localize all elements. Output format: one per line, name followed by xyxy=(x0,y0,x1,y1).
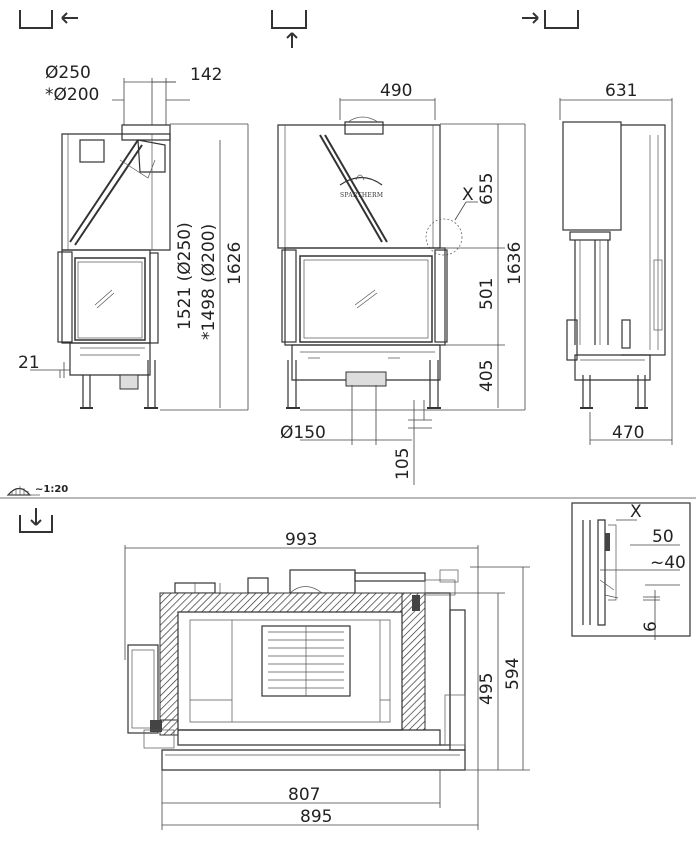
dim-front-total-height: 1626 xyxy=(225,242,245,285)
dim-plan-overall-depth: 594 xyxy=(503,658,523,690)
dim-rear-top-width: 631 xyxy=(605,81,637,101)
dim-side-upper: 655 xyxy=(477,173,497,205)
plan-view xyxy=(124,545,530,830)
dim-plan-outer-width: 895 xyxy=(300,807,332,827)
dim-side-offset: 21 xyxy=(18,353,40,373)
dim-rear-depth: 470 xyxy=(612,423,644,443)
view-icon-left xyxy=(19,10,78,29)
dim-side-door: 501 xyxy=(477,278,497,310)
dim-side-air-height: 105 xyxy=(393,448,413,480)
dim-plan-depth: 495 xyxy=(477,673,497,705)
dim-plan-inner-width: 807 xyxy=(288,785,320,805)
dim-flue-dia: Ø250 xyxy=(45,63,91,83)
dim-flue-height: 1521 (Ø250) xyxy=(175,222,195,330)
dim-side-flue-width: 490 xyxy=(380,81,412,101)
dim-side-total-height: 1636 xyxy=(505,242,525,285)
view-icon-plan xyxy=(19,508,53,533)
side-view xyxy=(277,98,526,485)
brand-logo: SPARTHERM xyxy=(340,192,383,199)
rear-view xyxy=(559,98,673,445)
detail-title: X xyxy=(630,502,642,522)
detail-view xyxy=(571,502,691,640)
view-icon-right xyxy=(522,10,579,29)
dim-plan-overall-width: 993 xyxy=(285,530,317,550)
dim-detail-c: 6 xyxy=(641,621,661,632)
front-view xyxy=(30,78,249,411)
dim-side-base: 405 xyxy=(477,360,497,392)
dim-side-air-dia: Ø150 xyxy=(280,423,326,443)
dim-flue-dia-alt: *Ø200 xyxy=(45,85,99,105)
dim-detail-b: ~40 xyxy=(650,553,686,573)
dim-flue-offset: 142 xyxy=(190,65,222,85)
view-icon-front xyxy=(271,10,307,48)
scale-icon xyxy=(6,486,40,496)
scale-label: ~1:20 xyxy=(35,484,68,495)
dim-detail-a: 50 xyxy=(652,527,674,547)
detail-marker: X xyxy=(462,185,474,205)
dim-flue-height-alt: *1498 (Ø200) xyxy=(199,224,219,340)
